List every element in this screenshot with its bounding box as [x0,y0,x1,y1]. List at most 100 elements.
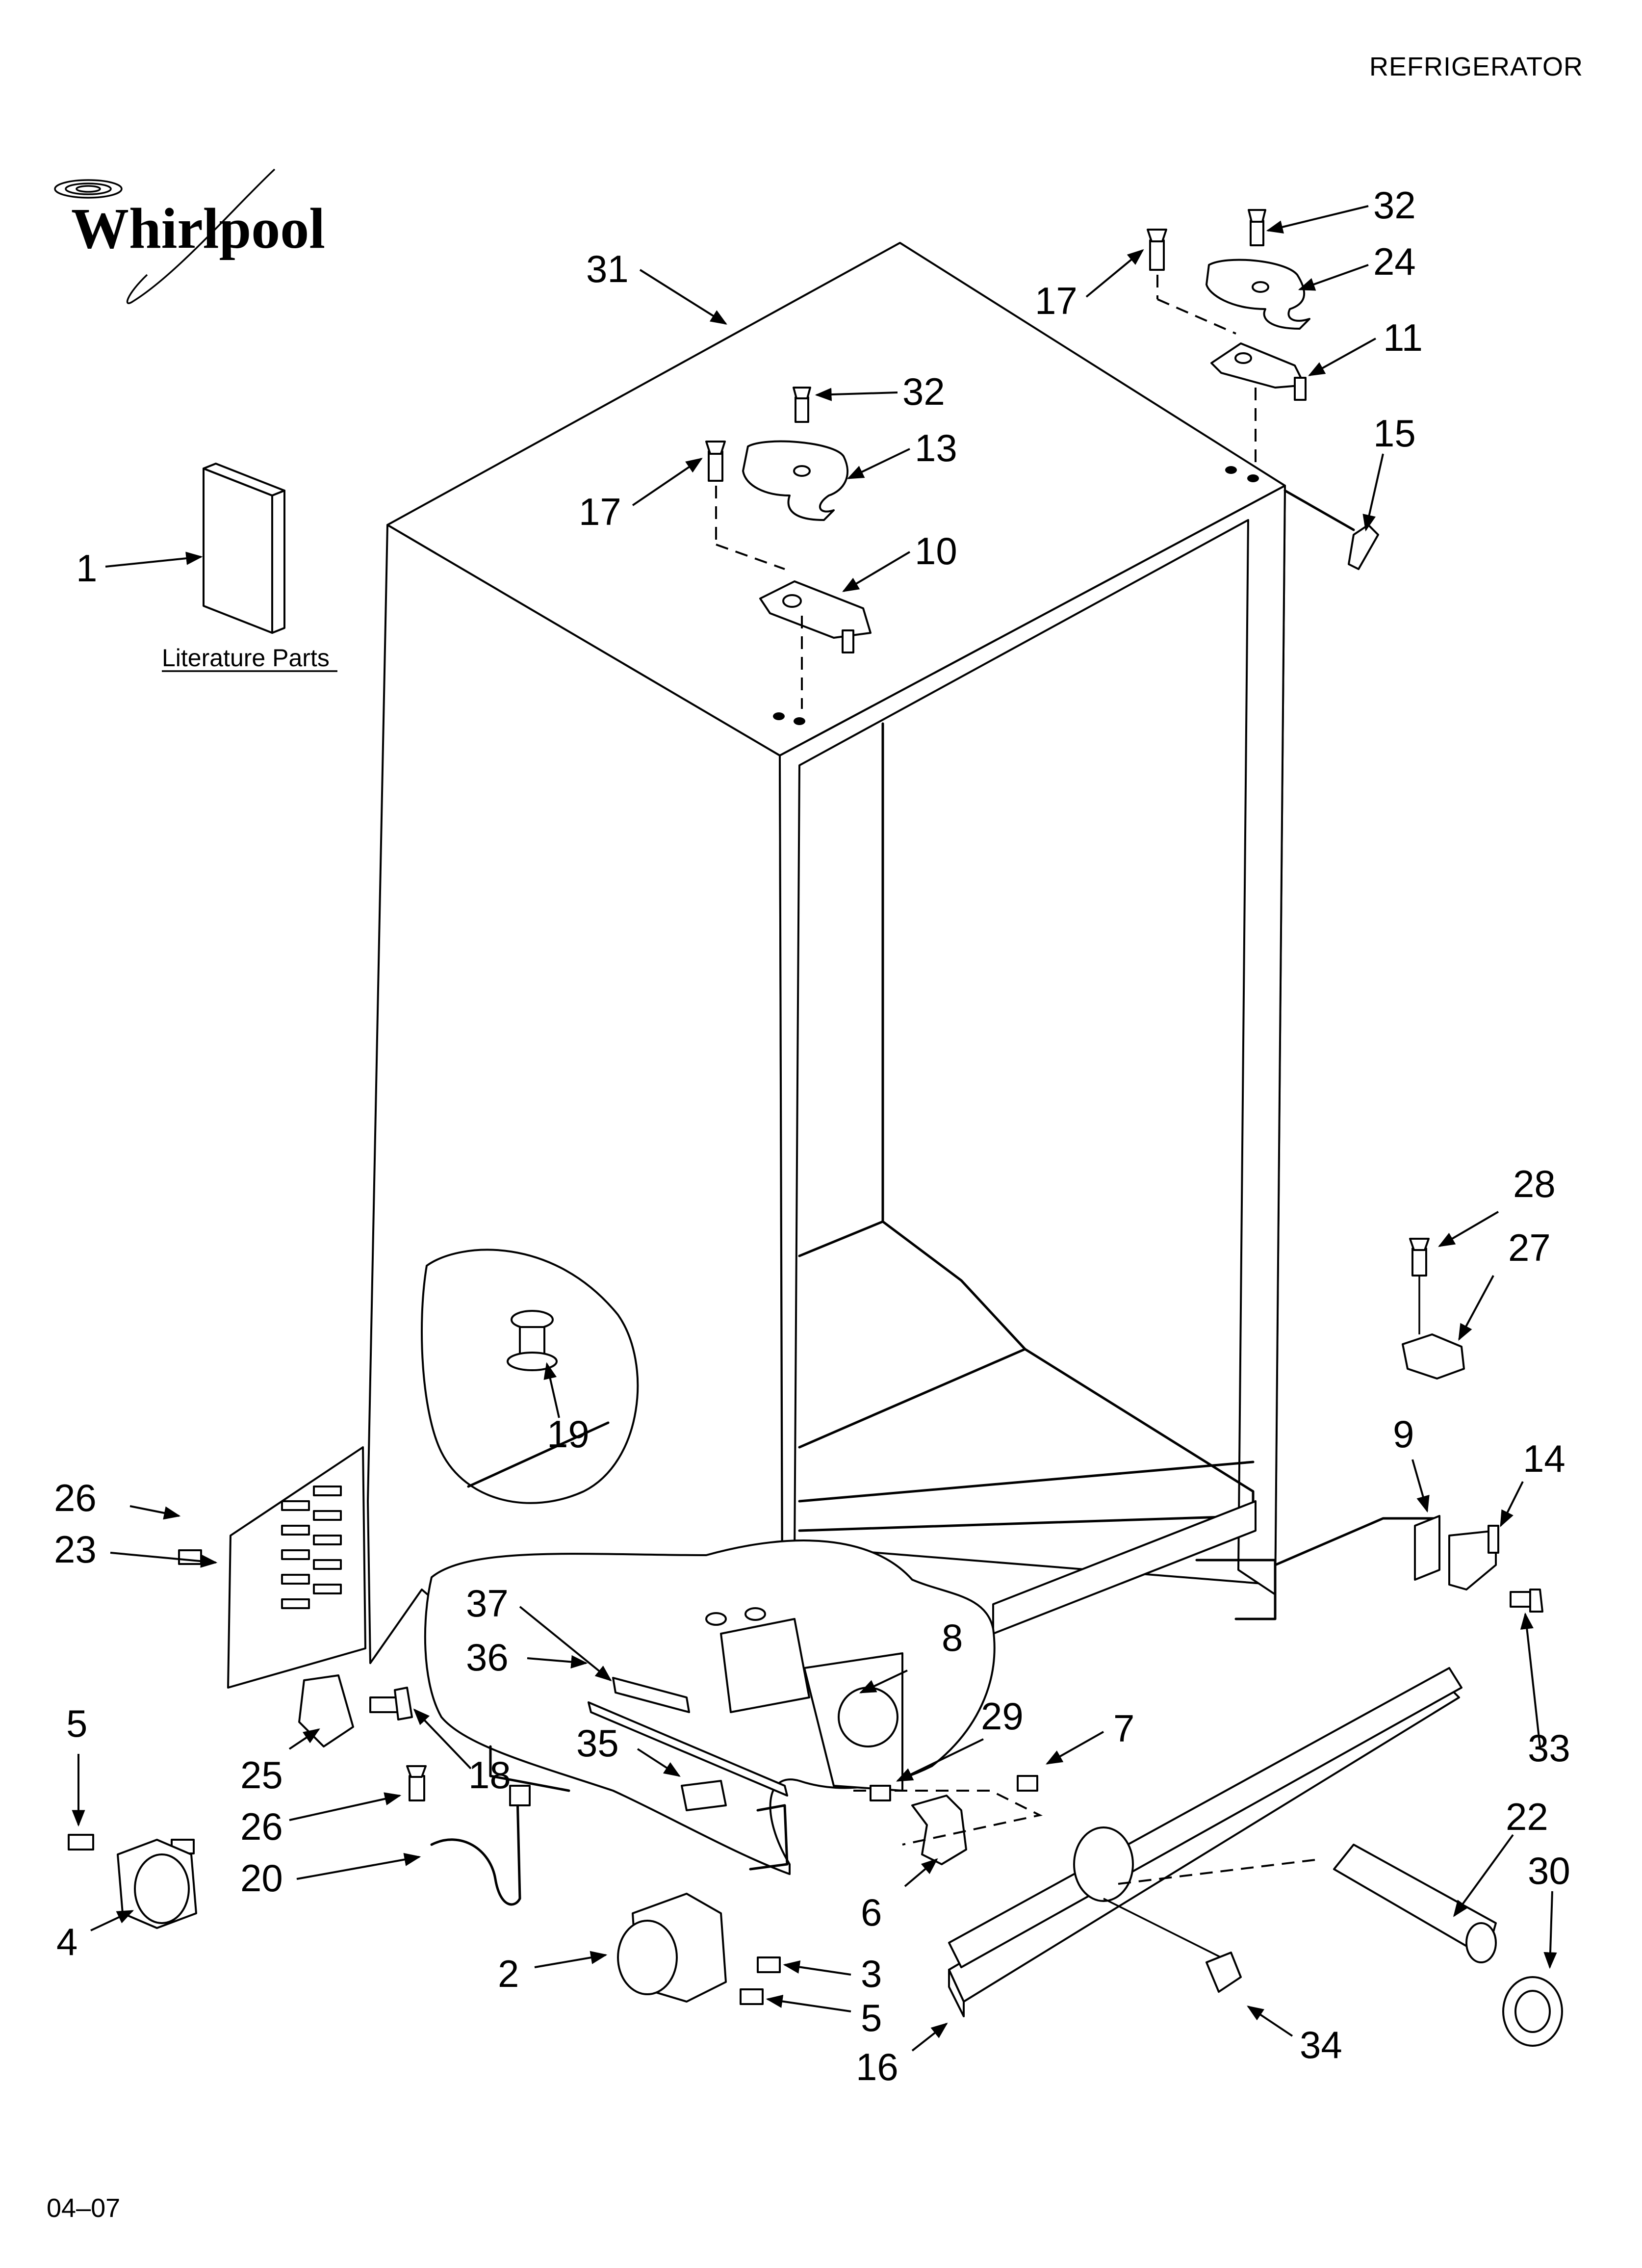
bracket-25 [298,1674,354,1747]
callout-28: 28 [1513,1162,1556,1205]
screw-head [793,387,811,399]
screw-17-right [1149,239,1165,271]
valve-fitting [705,1612,727,1626]
plate-9 [1414,1515,1440,1581]
date-code: 04–07 [47,2193,121,2223]
cabinet-bottom-edge [489,1745,570,1792]
callout-numbers: 1 31 32 13 17 10 32 24 17 11 15 28 27 9 … [54,183,1570,2088]
screw-head [1409,1238,1430,1251]
inner-floor-edge [798,1460,1255,1503]
callout-30: 30 [1528,1849,1570,1892]
screw-head [406,1765,427,1778]
bottom-center-parts [617,1775,1043,2005]
hinge-cover-13 [742,440,849,521]
literature-label: Literature Parts [162,644,330,672]
callout-17-right: 17 [1035,279,1078,322]
filter-cap-34 [1206,1952,1242,1993]
toe-grille [948,1667,1462,2017]
whirlpool-logo: Whirlpool [54,168,325,304]
logo-wordmark: Whirlpool [71,196,325,261]
water-valve-body [720,1618,810,1713]
cutaway-line [467,1421,610,1488]
callout-10: 10 [915,529,957,573]
screw-3 [757,1956,781,1973]
right-top-hinge-assembly [1147,209,1379,570]
screw-5-center [740,1988,764,2005]
callout-4: 4 [56,1920,77,1963]
leader-lines [72,205,1557,2052]
hinge-11 [1210,342,1306,389]
left-top-hinge-assembly [705,387,872,709]
callout-5-left: 5 [66,1702,87,1745]
screw-head [1147,229,1167,242]
logo-swirl-mid [65,182,112,195]
callout-32-right: 32 [1373,183,1416,227]
valve-fitting [744,1607,766,1621]
screw-32-left [795,396,809,423]
cabinet-shell [367,242,1438,1664]
filter-22-end [1465,1922,1497,1963]
callout-24: 24 [1373,240,1416,283]
drain-funnel-base [507,1352,558,1371]
screw-head [394,1687,413,1721]
callout-33: 33 [1528,1726,1570,1770]
right-foot [1195,1559,1277,1620]
water-valve-port [838,1687,898,1747]
screw-32-right [1250,220,1264,246]
bottom-rail [992,1500,1257,1635]
category-label: REFRIGERATOR [1369,52,1583,81]
lower-cutaway [424,1539,996,1875]
literature-booklet [203,468,273,634]
bracket-27 [1402,1333,1465,1380]
callout-36: 36 [466,1636,509,1679]
callout-3: 3 [861,1952,882,1995]
screw-17-left [708,450,723,482]
callout-32-left: 32 [902,370,945,413]
toe-grille-louver [948,1667,1462,1968]
hinge-hole [1234,352,1252,364]
screw-head [1529,1589,1543,1613]
bracket-6 [911,1795,967,1865]
rear-grille [227,1446,366,1689]
callout-1: 1 [76,547,97,590]
logo-swirl-outer [54,179,123,199]
hinge-hole [773,712,785,720]
part-35 [681,1780,727,1811]
callout-25: 25 [240,1753,283,1797]
bracket-14-pin [1488,1525,1499,1554]
screw-5-left [68,1834,94,1851]
callout-26-upper: 26 [54,1476,97,1519]
toe-grille-end [948,1969,965,2017]
callout-20: 20 [240,1856,283,1900]
callout-18: 18 [468,1753,511,1797]
logo-swoosh [126,168,276,304]
roller-4-wheel [134,1853,190,1924]
screw-head [705,441,726,455]
literature-booklet-side [271,490,285,634]
callout-9: 9 [1393,1412,1414,1456]
drain-funnel-top [511,1310,554,1330]
grille-panel [227,1446,366,1689]
screw-29 [870,1785,891,1801]
tube-37 [612,1677,690,1713]
tube-36 [588,1701,788,1797]
callout-34: 34 [1300,2023,1342,2066]
callout-26-lower: 26 [240,1805,283,1848]
part-15 [1348,524,1379,570]
callout-8: 8 [942,1616,963,1659]
screw-18 [369,1696,398,1713]
callout-22: 22 [1506,1795,1548,1838]
callout-16: 16 [856,2045,898,2088]
callout-7: 7 [1113,1707,1134,1750]
screw-26-center [409,1775,425,1801]
hinge-cover-hole [793,465,811,477]
callout-15: 15 [1373,412,1416,455]
hinge-cover-24 [1206,259,1310,330]
callout-13: 13 [915,426,957,469]
callout-31: 31 [586,247,629,290]
hinge-pin [842,629,854,653]
drain-cutaway [421,1249,639,1504]
right-lower-bracket [1402,1238,1543,1613]
